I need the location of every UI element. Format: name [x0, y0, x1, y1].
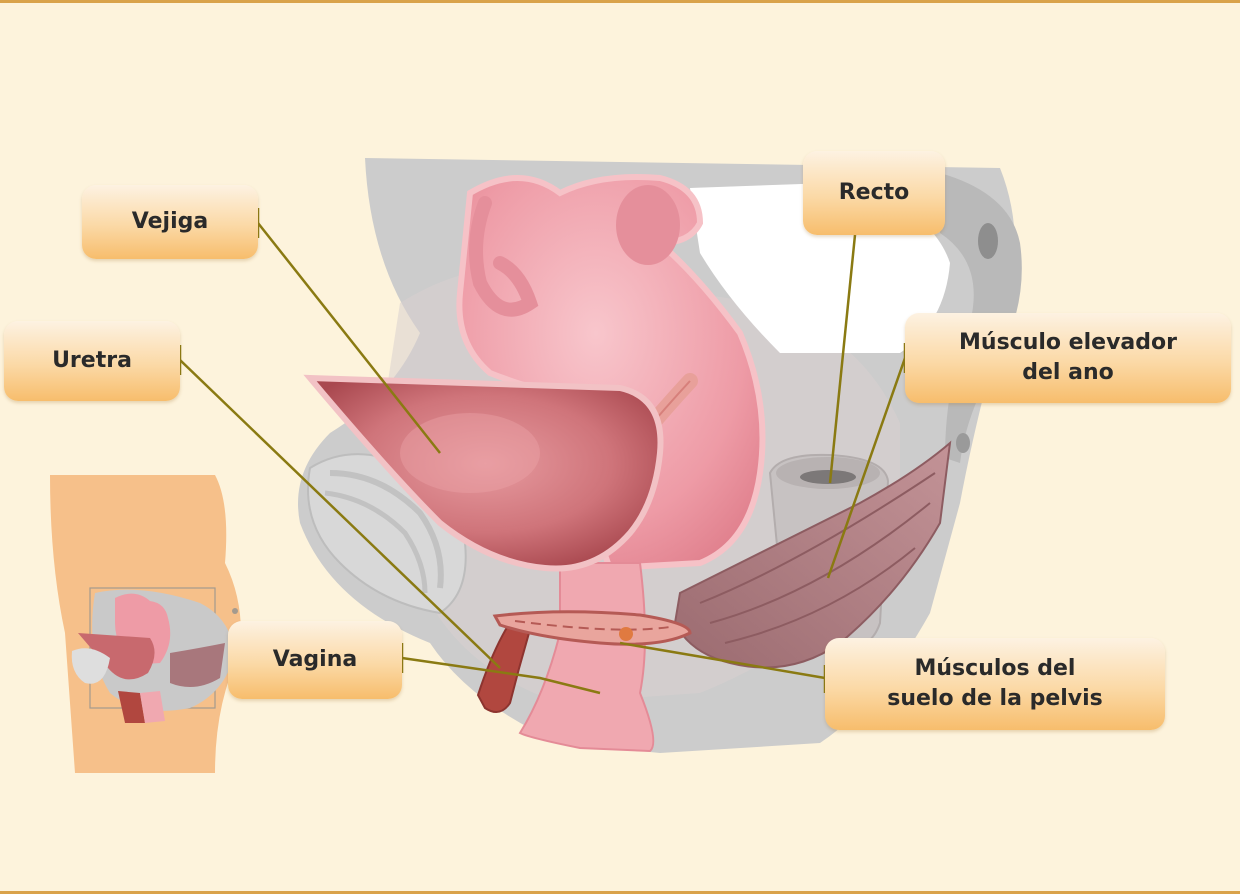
label-uretra: Uretra [4, 321, 180, 401]
label-musculo-elevador-line1: Músculo elevador [959, 328, 1177, 358]
label-recto: Recto [803, 151, 945, 235]
pelvic-anatomy-illustration [0, 3, 1240, 894]
label-uretra-text: Uretra [52, 346, 132, 376]
label-recto-text: Recto [839, 178, 910, 208]
label-vagina: Vagina [228, 621, 402, 699]
inset-body-figure [50, 475, 241, 773]
ovary [616, 185, 680, 265]
label-musculo-elevador-line2: del ano [1022, 358, 1114, 388]
label-musculos-suelo: Músculos del suelo de la pelvis [825, 638, 1165, 730]
sacrum-hole [978, 223, 998, 259]
label-musculos-suelo-line1: Músculos del [915, 654, 1076, 684]
label-vagina-text: Vagina [273, 645, 357, 675]
label-musculos-suelo-line2: suelo de la pelvis [887, 684, 1103, 714]
label-vejiga: Vejiga [82, 185, 258, 259]
label-vejiga-text: Vejiga [132, 207, 208, 237]
label-musculo-elevador: Músculo elevador del ano [905, 313, 1231, 403]
sacrum-hole-small [956, 433, 970, 453]
